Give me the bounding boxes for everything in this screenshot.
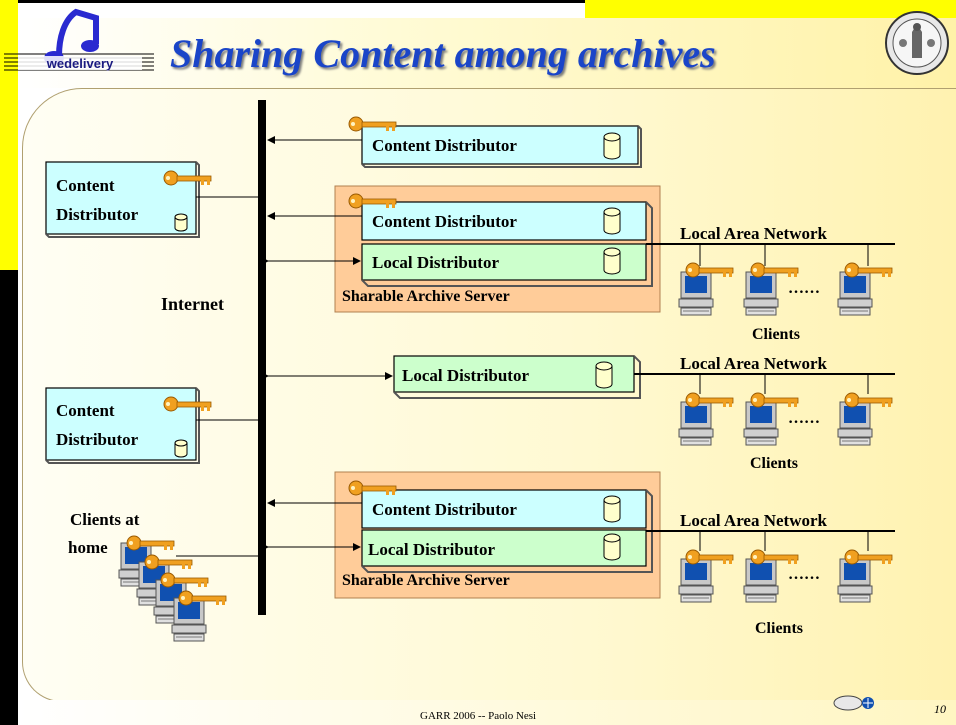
left-distributor-2-line1: Content: [56, 401, 115, 420]
internet-label: Internet: [161, 294, 224, 314]
top-yellow-bar: [585, 0, 956, 18]
university-seal: [885, 11, 949, 75]
server-1-clients-label: Clients: [752, 326, 800, 343]
page-title: Sharing Content among archives: [170, 31, 716, 76]
standalone-lan-label: Local Area Network: [680, 354, 827, 373]
standalone-ellipsis: ……: [788, 410, 820, 427]
footer-text: GARR 2006 -- Paolo Nesi: [420, 710, 537, 722]
standalone-clients-label: Clients: [750, 455, 798, 472]
server-1-content-distributor-label: Content Distributor: [372, 212, 517, 231]
footer-band: [18, 700, 956, 725]
ist-logo: [833, 695, 874, 711]
server-1-label: Sharable Archive Server: [342, 288, 510, 305]
svg-text:wedelivery: wedelivery: [46, 56, 114, 71]
server-2-ellipsis: ……: [788, 566, 820, 583]
home-clients-line1: Clients at: [70, 510, 140, 529]
top-border-line: [18, 0, 585, 3]
page-number: 10: [934, 702, 946, 716]
server-1-ellipsis: ……: [788, 280, 820, 297]
home-clients-line2: home: [68, 538, 108, 557]
server-2-local-distributor-label: Local Distributor: [368, 540, 496, 559]
left-yellow-bar: [0, 0, 18, 270]
wedelivery-logo: wedelivery: [4, 8, 154, 71]
server-1-local-distributor-label: Local Distributor: [372, 253, 500, 272]
left-distributor-2-line2: Distributor: [56, 430, 139, 449]
title-band: [18, 18, 956, 88]
left-distributor-1-line2: Distributor: [56, 205, 139, 224]
server-1-lan-label: Local Area Network: [680, 224, 827, 243]
left-distributor-1-line1: Content: [56, 176, 115, 195]
standalone-local-distributor-label: Local Distributor: [402, 366, 530, 385]
top-content-distributor-label: Content Distributor: [372, 136, 517, 155]
server-2-label: Sharable Archive Server: [342, 572, 510, 589]
server-2-content-distributor-label: Content Distributor: [372, 500, 517, 519]
server-2-lan-label: Local Area Network: [680, 511, 827, 530]
server-2-clients-label: Clients: [755, 620, 803, 637]
